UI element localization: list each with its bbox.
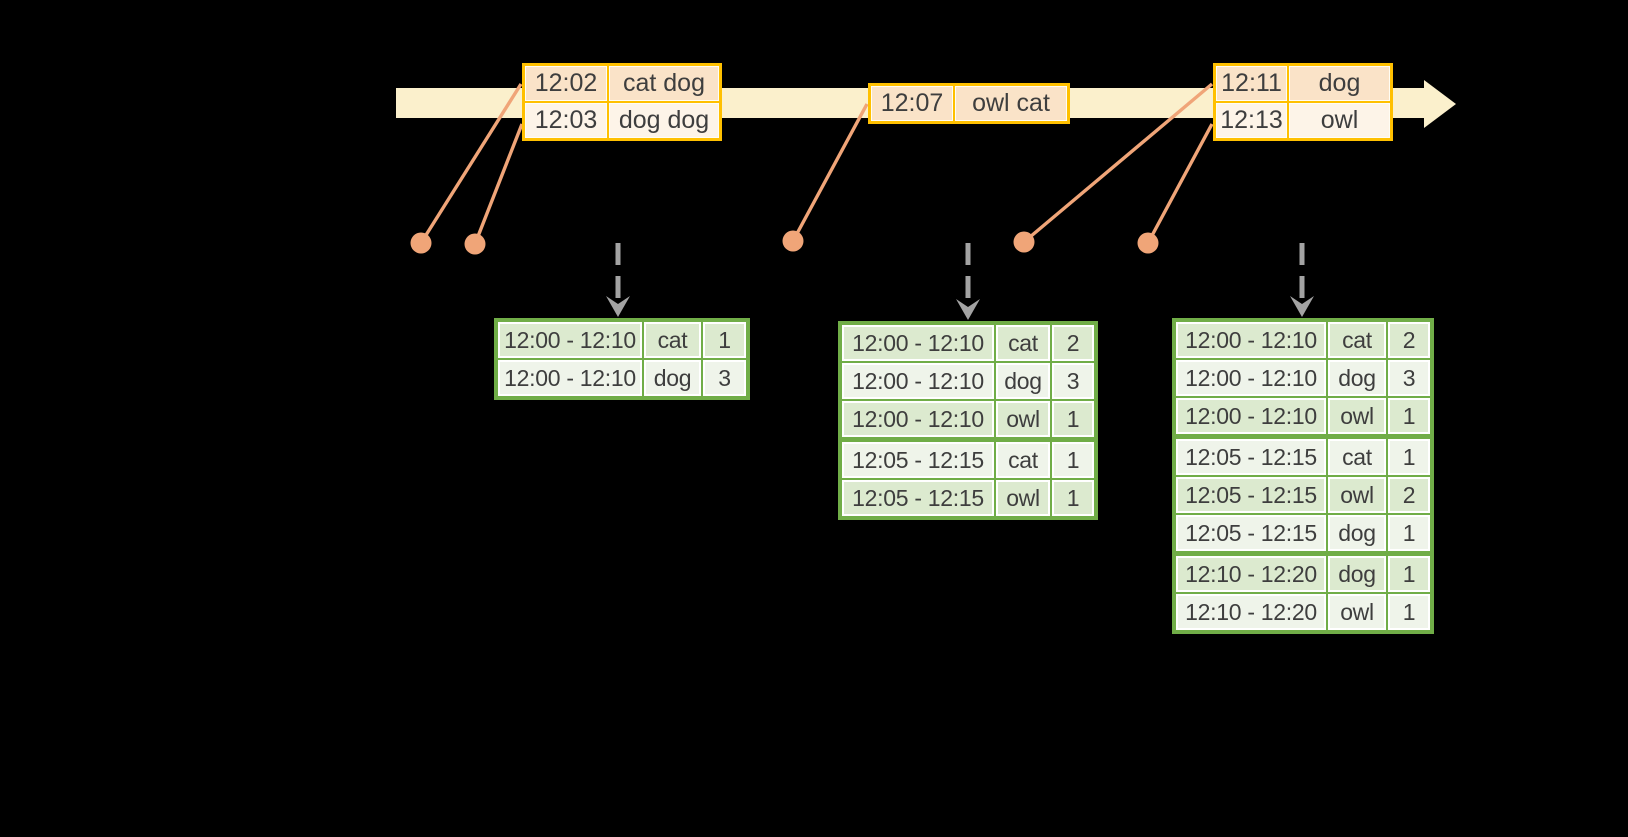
- result-cell-word: cat: [996, 442, 1050, 478]
- result-cell-count: 1: [1388, 556, 1430, 592]
- result-cell-count: 3: [703, 360, 746, 396]
- result-cell-count: 1: [703, 322, 746, 358]
- trigger-arrow-icon: [956, 243, 980, 320]
- event-cell-time: 12:07: [871, 86, 953, 121]
- event-connector-line: [1146, 123, 1214, 244]
- result-cell-count: 3: [1388, 360, 1430, 396]
- result-cell-word: owl: [1328, 477, 1386, 513]
- result-cell-count: 1: [1388, 515, 1430, 551]
- result-cell-word: dog: [996, 363, 1050, 399]
- event-dot: [410, 232, 432, 254]
- result-cell-word: dog: [1328, 360, 1386, 396]
- result-cell-window: 12:00 - 12:10: [1176, 398, 1326, 434]
- result-cell-count: 1: [1052, 480, 1094, 516]
- event-cell-time: 12:02: [525, 66, 607, 101]
- result-cell-window: 12:05 - 12:15: [1176, 477, 1326, 513]
- event-dots: [410, 230, 1159, 255]
- event-cell-words: owl: [1289, 103, 1390, 138]
- result-cell-window: 12:10 - 12:20: [1176, 556, 1326, 592]
- event-cell-time: 12:11: [1216, 66, 1287, 101]
- result-cell-count: 3: [1052, 363, 1094, 399]
- trigger-arrow-icon: [606, 243, 630, 317]
- result-cell-window: 12:05 - 12:15: [842, 442, 994, 478]
- result-cell-word: dog: [1328, 515, 1386, 551]
- result-cell-word: dog: [1328, 556, 1386, 592]
- result-cell-window: 12:00 - 12:10: [1176, 360, 1326, 396]
- result-cell-count: 2: [1388, 477, 1430, 513]
- event-cell-words: owl cat: [955, 86, 1067, 121]
- result-cell-count: 1: [1388, 594, 1430, 630]
- event-cell-time: 12:13: [1216, 103, 1287, 138]
- result-cell-word: cat: [644, 322, 701, 358]
- result-cell-word: cat: [1328, 322, 1386, 358]
- result-cell-word: cat: [996, 325, 1050, 361]
- event-dot: [464, 233, 486, 255]
- event-connector-lines: [419, 82, 1214, 245]
- result-cell-word: owl: [1328, 594, 1386, 630]
- result-cell-count: 1: [1052, 401, 1094, 437]
- result-cell-word: owl: [996, 401, 1050, 437]
- event-connector-line: [791, 103, 869, 242]
- result-cell-count: 1: [1388, 439, 1430, 475]
- result-cell-word: dog: [644, 360, 701, 396]
- result-cell-word: cat: [1328, 439, 1386, 475]
- trigger-arrows: [606, 243, 1314, 320]
- result-cell-window: 12:00 - 12:10: [498, 322, 642, 358]
- result-cell-count: 1: [1052, 442, 1094, 478]
- event-cell-words: cat dog: [609, 66, 719, 101]
- result-cell-window: 12:05 - 12:15: [1176, 515, 1326, 551]
- result-cell-count: 1: [1388, 398, 1430, 434]
- result-cell-window: 12:00 - 12:10: [1176, 322, 1326, 358]
- event-dot: [1137, 232, 1159, 254]
- timeline-arrowhead: [1424, 80, 1456, 128]
- result-cell-window: 12:00 - 12:10: [842, 363, 994, 399]
- result-cell-window: 12:00 - 12:10: [842, 325, 994, 361]
- result-cell-count: 2: [1388, 322, 1430, 358]
- result-cell-window: 12:00 - 12:10: [842, 401, 994, 437]
- event-connector-line: [1022, 82, 1214, 244]
- event-connector-line: [419, 83, 523, 244]
- event-connector-line: [473, 123, 524, 245]
- result-cell-window: 12:10 - 12:20: [1176, 594, 1326, 630]
- result-cell-word: owl: [1328, 398, 1386, 434]
- result-cell-count: 2: [1052, 325, 1094, 361]
- trigger-arrow-icon: [1290, 243, 1314, 317]
- event-cell-words: dog dog: [609, 103, 719, 138]
- event-cell-words: dog: [1289, 66, 1390, 101]
- result-cell-word: owl: [996, 480, 1050, 516]
- event-dot: [782, 230, 804, 252]
- result-cell-window: 12:05 - 12:15: [1176, 439, 1326, 475]
- result-cell-window: 12:00 - 12:10: [498, 360, 642, 396]
- result-cell-window: 12:05 - 12:15: [842, 480, 994, 516]
- event-cell-time: 12:03: [525, 103, 607, 138]
- event-dot: [1013, 231, 1035, 253]
